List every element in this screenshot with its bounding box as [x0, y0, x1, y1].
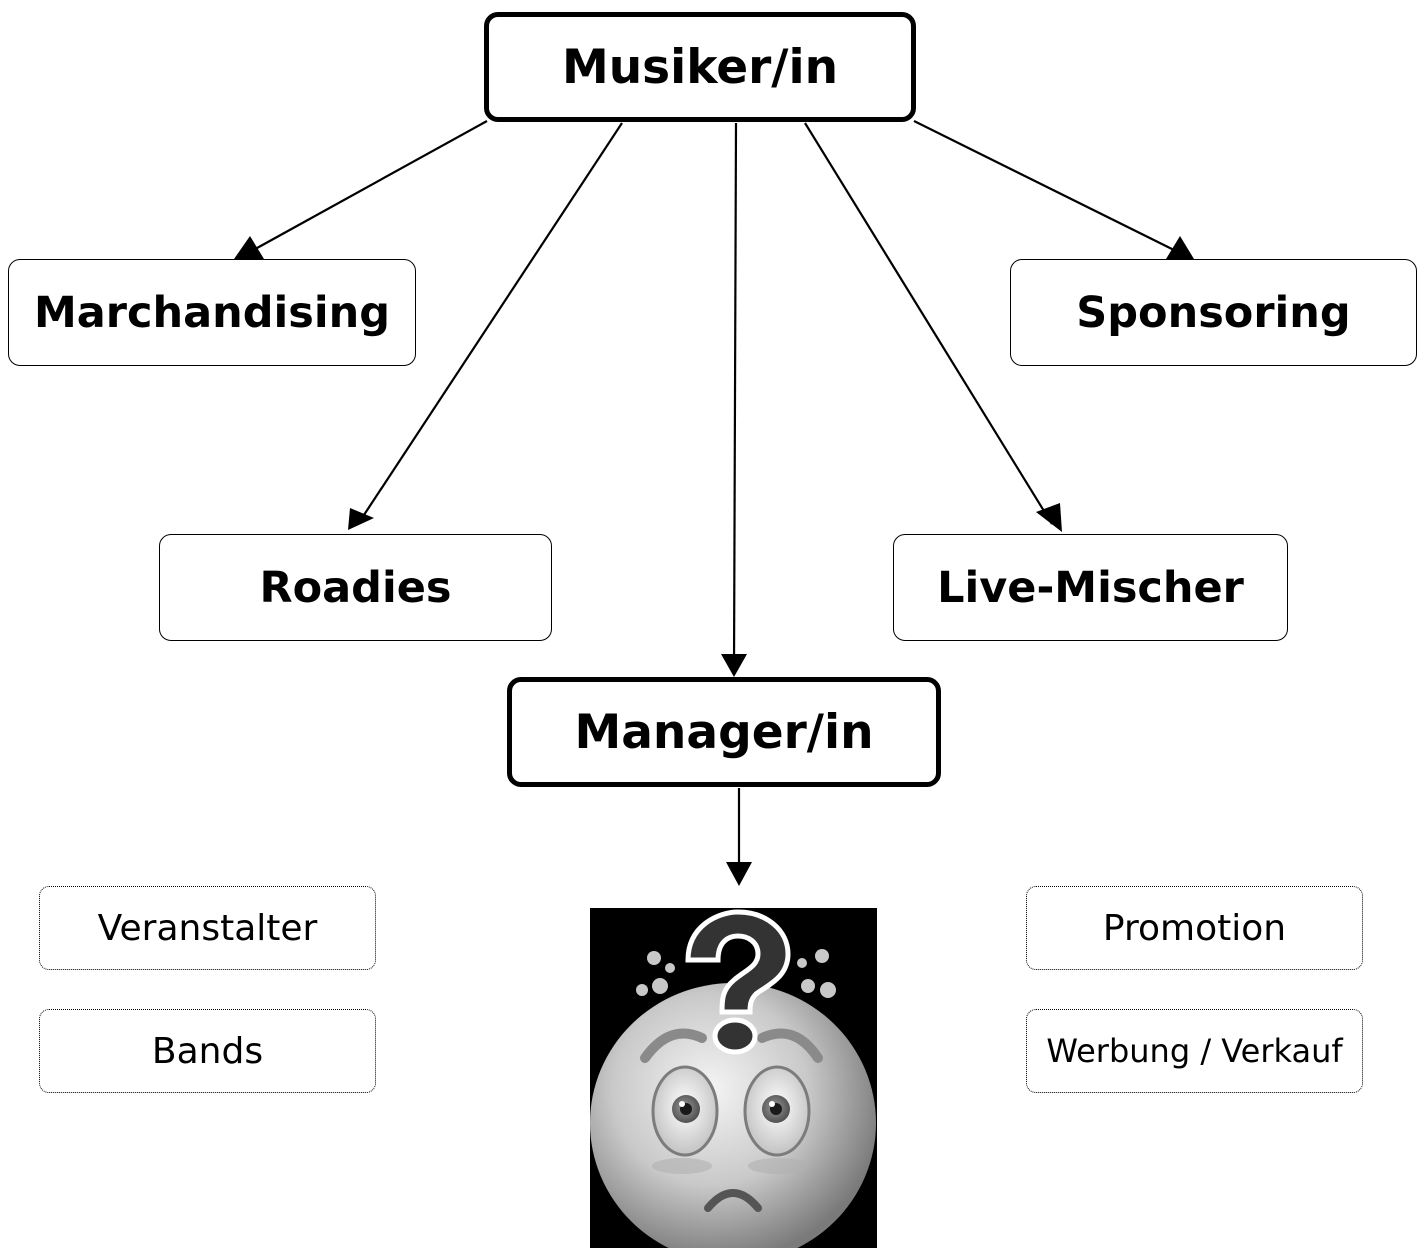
node-roadies-label: Roadies	[259, 562, 452, 613]
arrow-musiker-to-roadies	[357, 122, 623, 525]
node-marchandising-label: Marchandising	[34, 287, 390, 338]
arrowhead-marchandising	[234, 236, 264, 259]
option-veranstalter: Veranstalter	[39, 886, 376, 970]
arrowhead-live-mischer	[1036, 503, 1062, 532]
face-circle	[590, 983, 876, 1248]
question-mark-icon	[685, 909, 791, 1055]
right-eyebrow	[757, 1028, 823, 1063]
thought-dots	[636, 949, 836, 998]
option-veranstalter-label: Veranstalter	[97, 907, 318, 949]
option-bands-label: Bands	[151, 1030, 264, 1072]
node-marchandising: Marchandising	[8, 259, 416, 366]
left-eyebrow	[640, 1028, 707, 1063]
confused-face-icon	[590, 909, 876, 1248]
confused-face-illustration	[590, 908, 877, 1248]
arrowhead-sponsoring	[1166, 236, 1194, 259]
node-live-mischer: Live-Mischer	[893, 534, 1288, 641]
option-promotion-label: Promotion	[1102, 907, 1287, 949]
node-live-mischer-label: Live-Mischer	[937, 562, 1244, 613]
option-werbung-verkauf: Werbung / Verkauf	[1026, 1009, 1363, 1093]
arrow-musiker-to-manager	[732, 122, 738, 669]
arrowhead-roadies	[348, 508, 374, 530]
arrow-musiker-to-live-mischer	[804, 122, 1053, 525]
arrow-musiker-to-sponsoring	[913, 120, 1181, 254]
arrow-musiker-to-marchandising	[247, 120, 488, 254]
option-werbung-verkauf-label: Werbung / Verkauf	[1046, 1032, 1343, 1070]
node-musiker: Musiker/in	[484, 12, 916, 122]
node-sponsoring-label: Sponsoring	[1076, 287, 1351, 338]
node-roadies: Roadies	[159, 534, 552, 641]
option-promotion: Promotion	[1026, 886, 1363, 970]
arrowhead-illustration	[726, 862, 752, 886]
node-musiker-label: Musiker/in	[561, 39, 839, 95]
frown-mouth	[704, 1189, 762, 1212]
option-bands: Bands	[39, 1009, 376, 1093]
node-manager-label: Manager/in	[574, 704, 874, 760]
node-manager: Manager/in	[507, 677, 941, 787]
arrowhead-manager	[721, 654, 747, 677]
node-sponsoring: Sponsoring	[1010, 259, 1417, 366]
